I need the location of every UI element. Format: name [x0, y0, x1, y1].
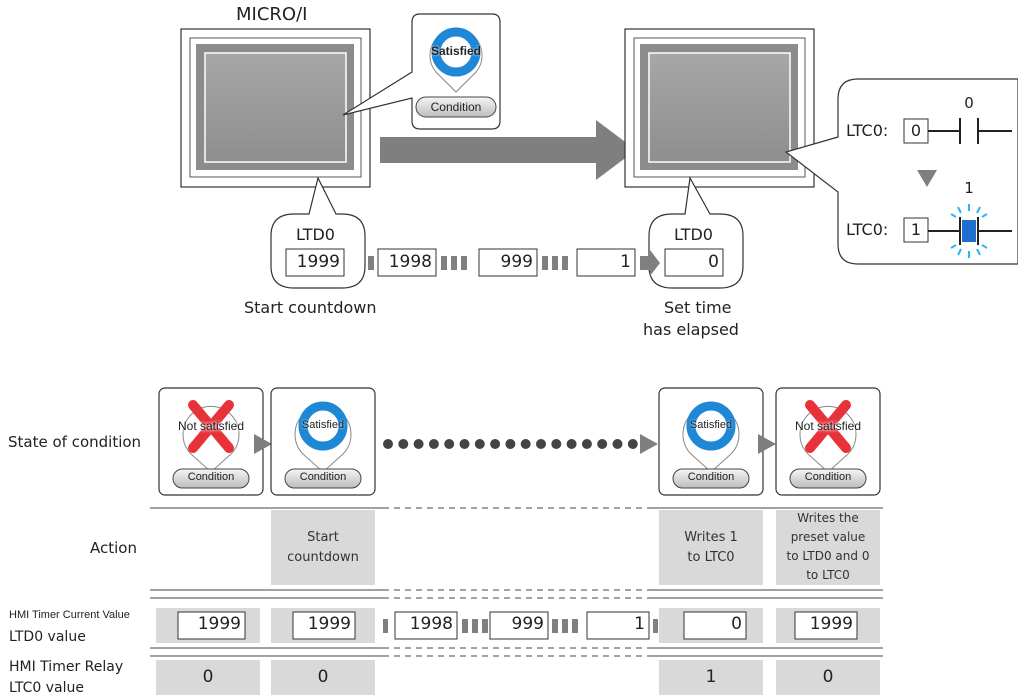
- down-triangle-icon: [917, 170, 937, 187]
- state-2-condition: Condition: [299, 471, 347, 483]
- action-write1-line1: Writes 1: [684, 530, 738, 545]
- ltd0-label-right: LTD0: [674, 225, 713, 244]
- row-label-relay-1: HMI Timer Relay: [9, 659, 124, 675]
- progress-dot: [627, 439, 638, 449]
- value-box-1999: [285, 248, 345, 277]
- progress-dot: [459, 439, 470, 449]
- progress-dot: [520, 439, 531, 449]
- action-start-line2: countdown: [287, 550, 359, 565]
- ltc0-label-before: LTC0:: [846, 121, 889, 140]
- countdown-value-2: 1998: [388, 252, 432, 272]
- state-arrow-1: [254, 434, 272, 454]
- progress-dot: [474, 439, 485, 449]
- value-box-1998: [377, 248, 437, 277]
- ltd0-row-value-5: 1: [634, 614, 645, 634]
- ltd0-row-value-1: 1999: [197, 614, 241, 634]
- ltd0-row-value-6: 0: [731, 614, 742, 634]
- progress-dot: [597, 439, 608, 449]
- ltc0-value-after: 1: [910, 220, 922, 239]
- device-label: MICRO/I: [236, 4, 308, 25]
- ltd0-row-value-2: 1999: [307, 614, 351, 634]
- state-box-1-not-satisfied: [158, 387, 264, 496]
- state-4-condition: Condition: [804, 471, 852, 483]
- row-label-action: Action: [90, 539, 137, 557]
- countdown-value-4: 1: [620, 252, 631, 272]
- state-arrow-2: [640, 434, 658, 454]
- ltc0-row-value-1: 0: [202, 667, 214, 687]
- progress-dots: [383, 439, 638, 449]
- progress-dot: [612, 439, 623, 449]
- state-box-2-satisfied: [270, 387, 376, 496]
- ltd0-label-left: LTD0: [296, 225, 335, 244]
- progress-dot: [536, 439, 546, 449]
- ltc0-row-value-4: 0: [822, 667, 834, 687]
- progress-dot: [444, 439, 455, 449]
- state-3-status: Satisfied: [689, 419, 733, 431]
- ltc0-row-value-2: 0: [317, 667, 329, 687]
- contact-closed-value: 1: [964, 179, 974, 197]
- action-start-line1: Start: [307, 530, 339, 545]
- progress-dot: [398, 439, 409, 449]
- state-2-status: Satisfied: [301, 419, 345, 431]
- satisfied-text-top: Satisfied: [430, 44, 481, 58]
- row-label-current-2: LTD0 value: [9, 629, 86, 645]
- ltd0-row-value-7: 1999: [809, 614, 853, 634]
- value-box-1: [576, 248, 636, 277]
- state-3-condition: Condition: [687, 471, 735, 483]
- state-4-status: Not satisfied: [794, 419, 862, 433]
- micro-i-device-left: [180, 28, 371, 188]
- progress-dot: [428, 439, 439, 449]
- progress-dot: [581, 439, 592, 449]
- ltd0-row-value-3: 1998: [409, 614, 453, 634]
- ltc0-balloon: [784, 78, 1018, 265]
- ltc0-value-before: 0: [910, 121, 922, 140]
- value-box-0: [664, 248, 724, 277]
- start-countdown-caption: Start countdown: [244, 298, 377, 317]
- has-elapsed-caption: has elapsed: [643, 320, 739, 339]
- progress-dot: [383, 439, 393, 449]
- contact-open-value: 0: [964, 94, 974, 112]
- countdown-value-1: 1999: [296, 252, 340, 272]
- value-box-999: [478, 248, 538, 277]
- action-write1-line2: to LTC0: [687, 550, 735, 565]
- transition-arrow: [380, 120, 636, 180]
- state-arrow-3: [758, 434, 776, 454]
- action-preset-line3: to LTD0 and 0: [786, 549, 870, 563]
- condition-button-top: Condition: [430, 100, 482, 114]
- action-preset-line1: Writes the: [797, 511, 859, 525]
- countdown-value-5: 0: [708, 252, 719, 272]
- satisfied-balloon-top: [342, 13, 501, 130]
- timeline-row-lines: [150, 507, 883, 657]
- micro-i-device-right: [624, 28, 815, 188]
- row-label-relay-2: LTC0 value: [9, 680, 84, 696]
- progress-dot: [505, 439, 516, 449]
- state-1-condition: Condition: [187, 471, 235, 483]
- ltd0-value-row: [177, 611, 858, 640]
- ltc0-row-value-3: 1: [705, 667, 717, 687]
- row-label-state: State of condition: [8, 433, 142, 451]
- state-box-4-not-satisfied: [775, 387, 881, 496]
- countdown-value-3: 999: [500, 252, 533, 272]
- small-arrow-icon: [640, 250, 660, 276]
- timeline-shading: [156, 510, 880, 695]
- glow-icon: [950, 204, 988, 258]
- action-preset-line2: preset value: [790, 530, 866, 544]
- set-time-caption: Set time: [664, 298, 732, 317]
- progress-dot: [413, 439, 424, 449]
- row-label-current-1: HMI Timer Current Value: [9, 609, 130, 621]
- state-box-3-satisfied: [658, 387, 764, 496]
- progress-dot: [490, 439, 501, 449]
- ltc0-label-after: LTC0:: [846, 220, 889, 239]
- action-preset-line4: to LTC0: [806, 568, 850, 582]
- progress-dot: [566, 439, 577, 449]
- state-1-status: Not satisfied: [177, 419, 245, 433]
- ltd0-row-value-4: 999: [511, 614, 544, 634]
- progress-dot: [551, 439, 562, 449]
